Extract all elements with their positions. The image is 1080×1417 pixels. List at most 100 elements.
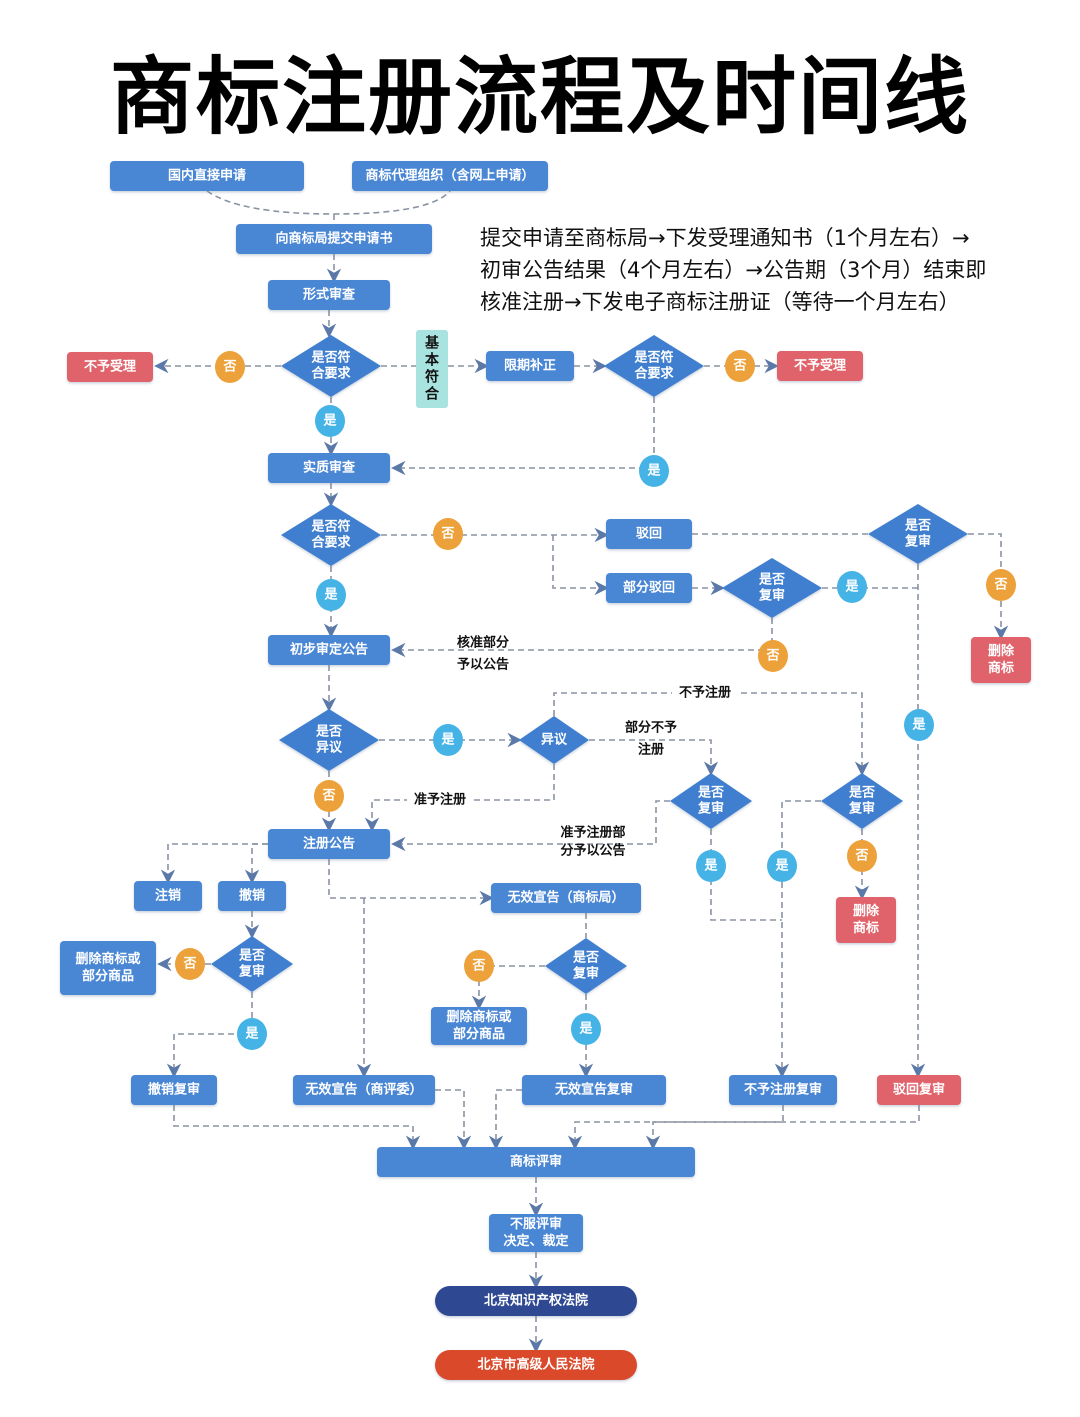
node-label: 复审 — [904, 534, 931, 550]
node-preliminary-announcement: 初步审定公告 — [268, 635, 390, 665]
badge-circle — [464, 950, 494, 982]
node-label: 北京市高级人民法院 — [477, 1357, 594, 1373]
node-label: 是否符 — [310, 350, 350, 366]
node-label: 北京知识产权法院 — [484, 1293, 588, 1309]
node-label: 向商标局提交申请书 — [275, 231, 392, 247]
badge-circle — [696, 850, 726, 882]
badge-circle — [837, 571, 867, 603]
node-label: 异议 — [541, 732, 568, 748]
badge-label: 是 — [244, 1027, 259, 1042]
node-label: 部分商品 — [453, 1026, 505, 1042]
decision-diamond — [722, 558, 822, 618]
node-box — [268, 829, 390, 859]
connector-line — [645, 1105, 920, 1150]
edge-label-refuse-register: 不予注册 — [679, 685, 731, 701]
node-label: 商标 — [988, 660, 1014, 676]
badge-circle — [316, 579, 346, 611]
node-label: 形式审查 — [303, 287, 356, 303]
node-beijing-ip-court: 北京知识产权法院 — [435, 1286, 637, 1316]
decision-diamond — [281, 335, 381, 397]
badge-circle — [175, 948, 205, 980]
node-label: 是否 — [315, 725, 342, 740]
node-opposition: 异议 — [519, 716, 589, 764]
node-box — [489, 1214, 583, 1252]
edge-label-approve-partial-announce: 准予注册部 — [560, 825, 625, 841]
node-not-accepted-right: 不予受理 — [777, 351, 863, 381]
badge-label: 否 — [993, 578, 1007, 593]
note-label: 基 — [425, 335, 440, 352]
badge-label: 否 — [471, 959, 485, 974]
badge-label: 否 — [440, 527, 454, 542]
badge-circle — [314, 780, 344, 812]
node-label: 删除 — [853, 903, 880, 919]
node-label: 复审 — [697, 801, 724, 817]
connector-line — [391, 800, 670, 852]
node-box — [606, 573, 692, 603]
connector-line — [589, 739, 719, 776]
node-box — [236, 224, 432, 254]
node-box — [431, 1007, 527, 1045]
node-correction-deadline: 限期补正 — [486, 351, 574, 381]
decision-diamond — [279, 709, 379, 771]
node-domestic-application: 国内直接申请 — [110, 161, 304, 191]
node-label: 不予注册复审 — [744, 1082, 822, 1098]
node-label: 是否符 — [310, 519, 350, 535]
node-agency-application: 商标代理组织（含网上申请） — [352, 161, 548, 191]
note-label: 本 — [425, 352, 440, 369]
edge-label-bg — [672, 684, 738, 702]
badge-label: 否 — [854, 849, 868, 864]
node-label: 撤销复审 — [148, 1082, 200, 1098]
badge-no: 否 — [314, 780, 344, 812]
node-label: 决定、裁定 — [503, 1233, 568, 1249]
node-invalidation-office: 无效宣告（商标局） — [491, 883, 641, 913]
badge-label: 是 — [578, 1022, 593, 1037]
node-box — [435, 1286, 637, 1316]
node-refusal-review: 不予注册复审 — [729, 1075, 837, 1105]
page-title: 商标注册流程及时间线 — [109, 47, 970, 146]
badge-label: 否 — [765, 649, 779, 664]
connector-line — [774, 800, 821, 1078]
node-registration-announcement: 注册公告 — [268, 829, 390, 859]
node-label: 是否 — [697, 786, 724, 801]
badge-yes: 是 — [571, 1013, 601, 1045]
node-box — [877, 1075, 961, 1105]
node-label: 驳回 — [636, 527, 662, 542]
node-box — [729, 1075, 837, 1105]
node-box — [131, 1075, 217, 1105]
badge-no: 否 — [986, 569, 1016, 601]
node-box — [268, 635, 390, 665]
node-partially-rejected: 部分驳回 — [606, 573, 692, 603]
node-label: 不予受理 — [794, 358, 846, 374]
node-box — [606, 519, 692, 549]
node-box — [134, 881, 202, 911]
badge-circle — [904, 709, 934, 741]
node-label: 撤销 — [239, 888, 265, 904]
node-label: 复审 — [238, 964, 265, 980]
edge-label-partial-approve-announce: 核准部分 — [457, 635, 509, 651]
node-box — [971, 637, 1031, 683]
badge-circle — [847, 840, 877, 872]
decision-diamond — [604, 335, 704, 397]
node-label: 删除商标或 — [75, 951, 140, 967]
node-label: 是否 — [848, 786, 875, 801]
node-label: 注销 — [155, 888, 181, 904]
node-label: 商标评审 — [510, 1154, 562, 1170]
node-rejection-review: 驳回复审 — [877, 1075, 961, 1105]
node-revocation: 撤销 — [218, 881, 286, 911]
connector-line — [567, 1105, 784, 1150]
node-label: 部分商品 — [82, 968, 134, 984]
node-delete-mark-a: 删除商标 — [971, 637, 1031, 683]
badge-label: 是 — [774, 859, 789, 874]
badge-label: 是 — [646, 464, 661, 479]
node-invalidation-review: 无效宣告复审 — [522, 1075, 666, 1105]
decision-diamond — [519, 716, 589, 764]
badge-circle — [725, 350, 755, 382]
